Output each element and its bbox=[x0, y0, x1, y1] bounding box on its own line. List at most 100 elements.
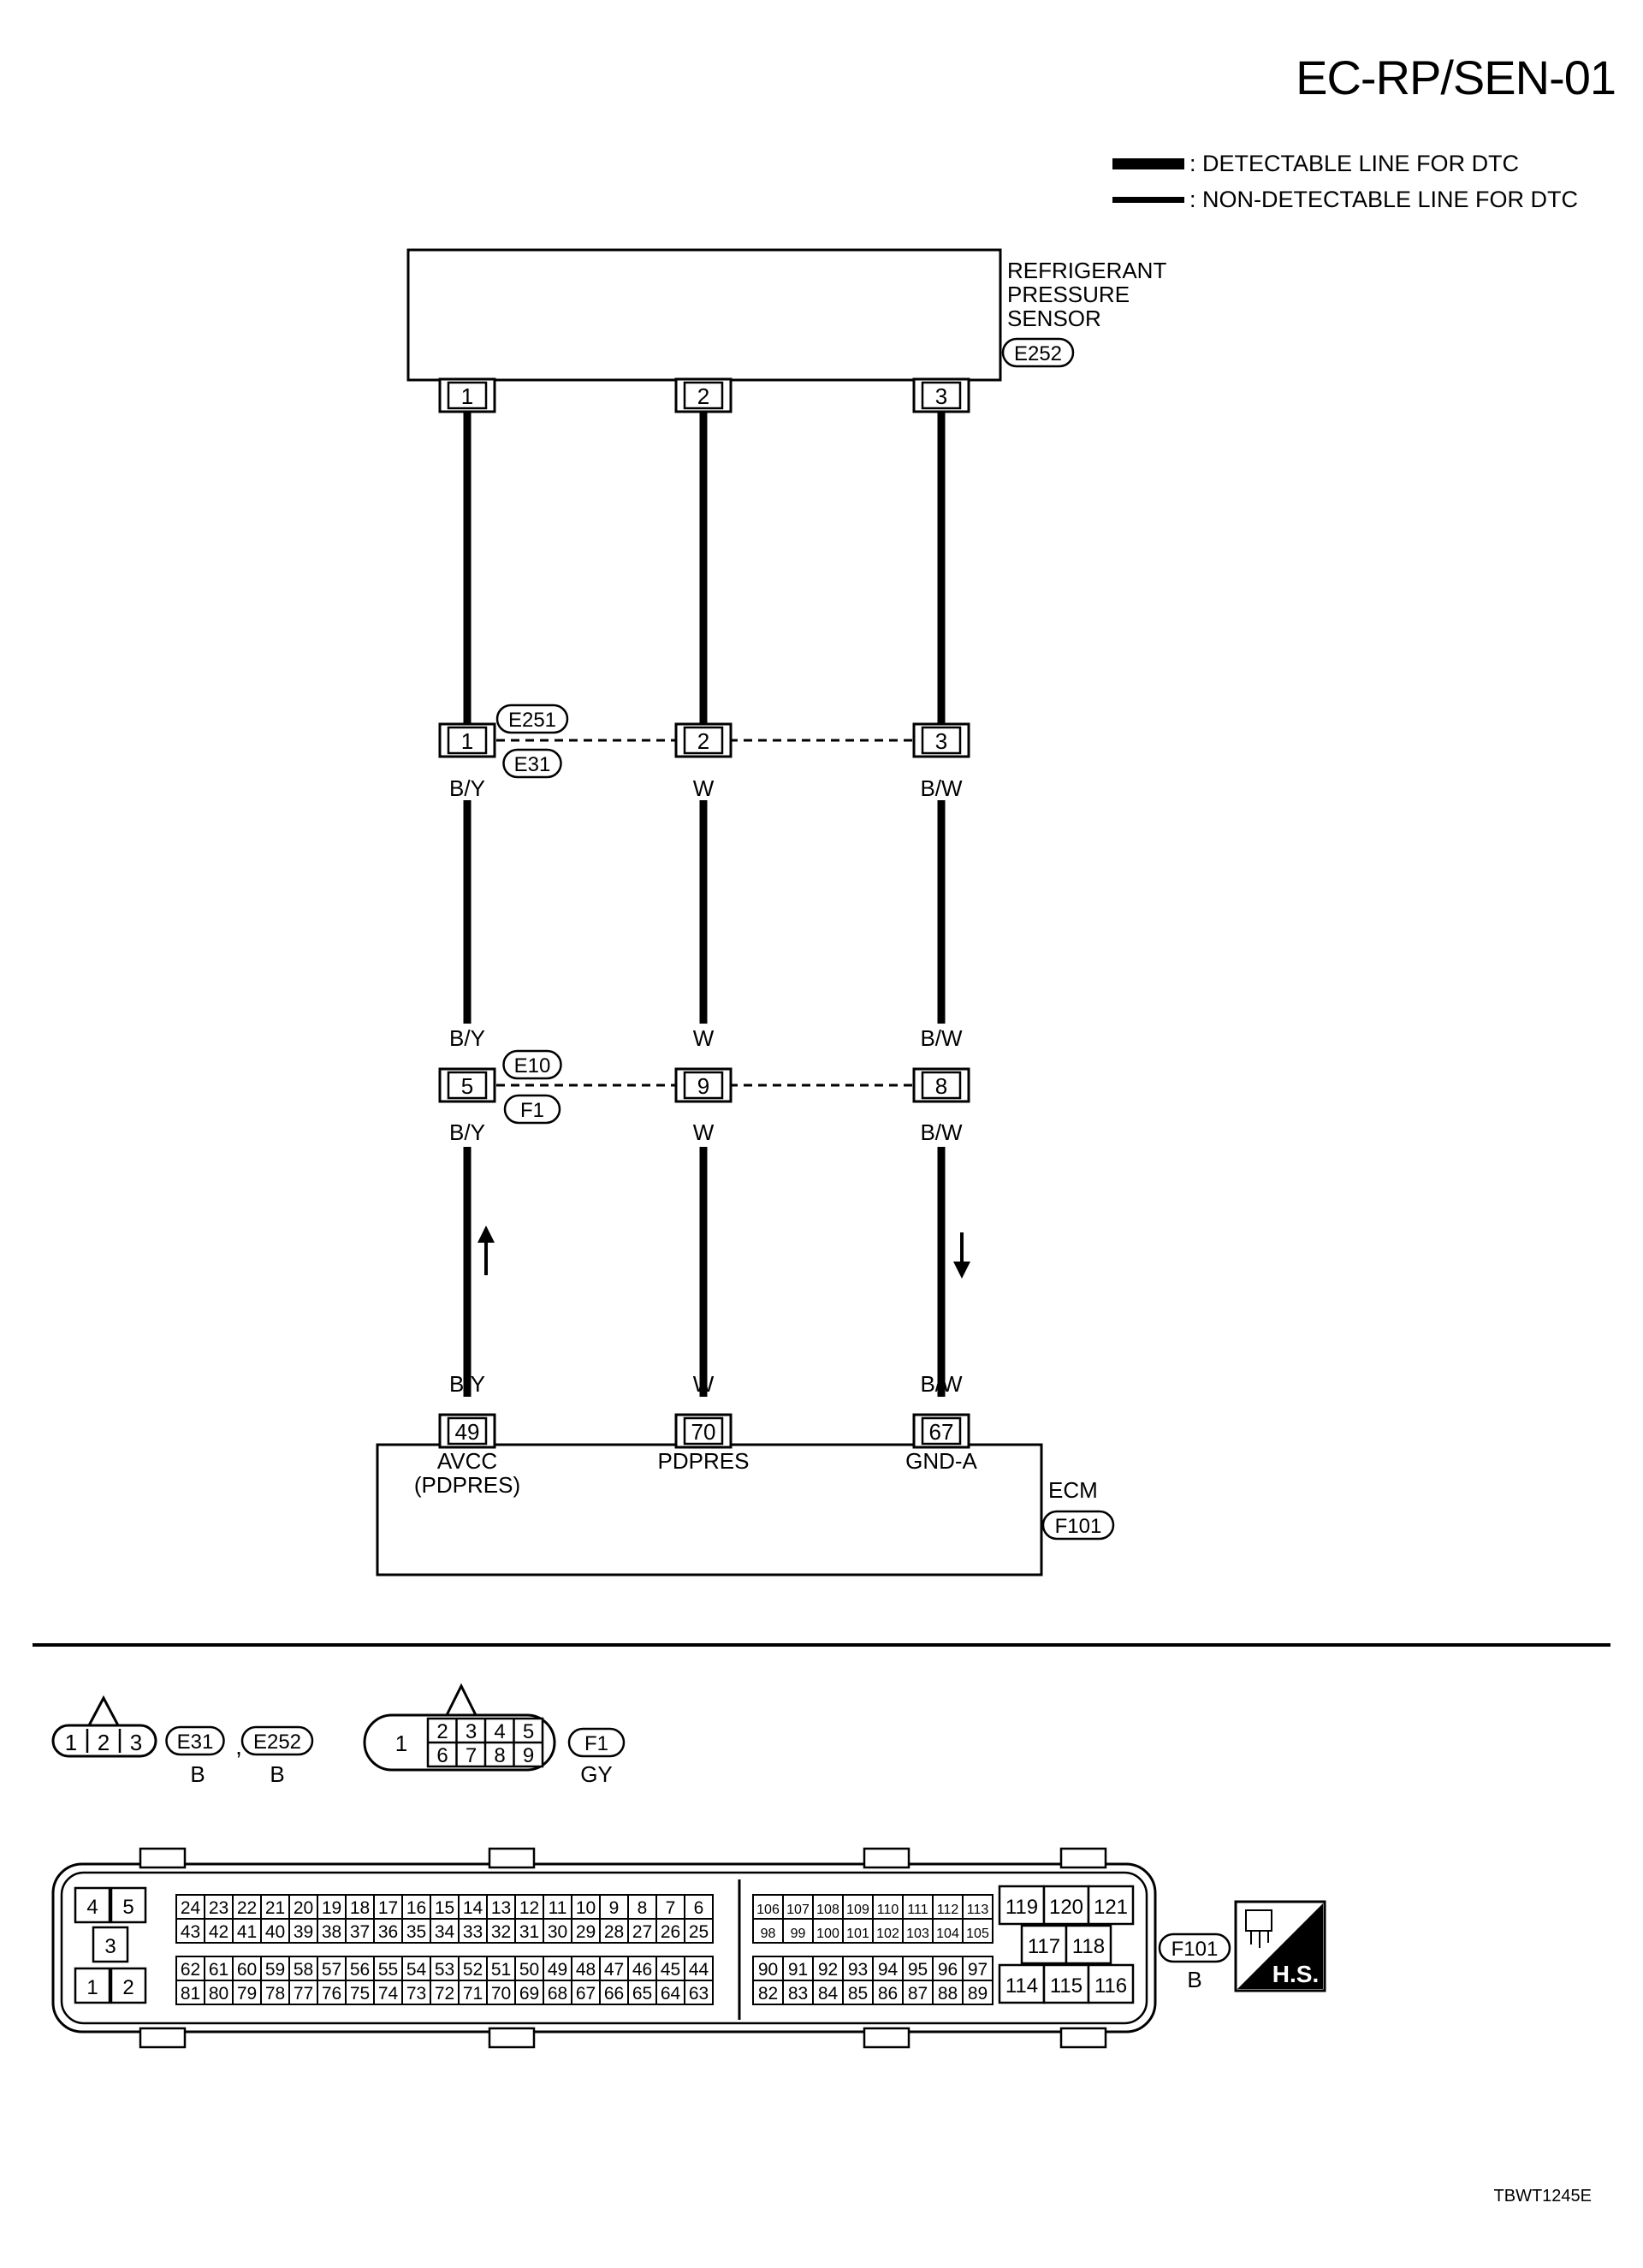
c3-key-icon bbox=[87, 1695, 120, 1726]
ecm-block-pin-10 bbox=[571, 1894, 601, 1920]
ecm-block-pin-119 bbox=[998, 1885, 1046, 1926]
ecm-block-pin-label: 7 bbox=[666, 1898, 676, 1918]
ecm-block-pin-label: 45 bbox=[661, 1960, 680, 1980]
ecm-block-pin-label: 101 bbox=[846, 1927, 869, 1941]
wire-color-label: B/W bbox=[920, 1025, 963, 1051]
ecm-block-pin-label: 116 bbox=[1094, 1974, 1127, 1998]
ecm-block-pin-label: 56 bbox=[350, 1960, 370, 1980]
ecm-block-pin-label: 23 bbox=[209, 1898, 228, 1918]
ecm-block-pin-label: 103 bbox=[906, 1927, 929, 1941]
ecm-name: ECM bbox=[1048, 1477, 1098, 1503]
ecm-block-pin-78 bbox=[260, 1980, 290, 2005]
ecm-block-pin-label: 105 bbox=[966, 1927, 989, 1941]
ecm-block-pin-label: 113 bbox=[967, 1903, 989, 1917]
ecm-block-pin-label: 18 bbox=[350, 1898, 370, 1918]
ecm-block-pin-label: 57 bbox=[322, 1960, 341, 1980]
ecm-block-pin-label: 2 bbox=[122, 1976, 133, 1999]
ecm-block-pin-99 bbox=[782, 1918, 814, 1944]
ecm-block-pin-75 bbox=[345, 1980, 375, 2005]
ecm-block-pin-label: 42 bbox=[209, 1922, 228, 1942]
c3-color-b: B bbox=[270, 1761, 284, 1787]
c3-housing bbox=[51, 1724, 157, 1758]
c9-color: GY bbox=[580, 1761, 613, 1787]
ecm-block-pin-label: 33 bbox=[463, 1922, 483, 1942]
ecm-block-pin-21 bbox=[260, 1894, 290, 1920]
ecm-block-pin-54 bbox=[401, 1956, 431, 1981]
ecm-block-pin-80 bbox=[204, 1980, 234, 2005]
ecm-signal-label: PDPRES bbox=[658, 1448, 750, 1474]
ecm-block-pin-117 bbox=[1020, 1924, 1068, 1965]
ecm-signal-label: (PDPRES) bbox=[414, 1472, 520, 1498]
ecm-pin-67-label: 67 bbox=[929, 1419, 954, 1445]
ecm-block-pin-label: 76 bbox=[322, 1984, 341, 2004]
ecm-block-pin-label: 117 bbox=[1028, 1935, 1060, 1958]
ecm-pin-70-box bbox=[683, 1416, 724, 1446]
c3-pin-3: 3 bbox=[130, 1730, 142, 1755]
ecm-block-pin-label: 92 bbox=[818, 1960, 838, 1980]
ecm-block-pin-45 bbox=[655, 1956, 685, 1981]
ecm-block-pin-81 bbox=[175, 1980, 205, 2005]
ecm-block-pin-121 bbox=[1087, 1885, 1135, 1926]
ecm-block-pin-label: 106 bbox=[756, 1903, 780, 1917]
ecm-block-pin-label: 15 bbox=[435, 1898, 454, 1918]
ecm-block-pin-label: 9 bbox=[609, 1898, 620, 1918]
ecm-block-latch bbox=[863, 1847, 910, 1869]
ecm-block-pin-112 bbox=[932, 1894, 964, 1920]
joint-lower-connector-b-badge bbox=[503, 1094, 561, 1125]
ecm-block-pin-label: 81 bbox=[181, 1984, 200, 2004]
ecm-block-pin-65 bbox=[627, 1980, 657, 2005]
ecm-block-pin-42 bbox=[204, 1918, 234, 1944]
ecm-block-pin-label: 51 bbox=[491, 1960, 511, 1980]
ecm-block-pin-label: 110 bbox=[877, 1903, 899, 1917]
ecm-block-pin-label: 78 bbox=[265, 1984, 285, 2004]
ecm-block-color: B bbox=[1187, 1967, 1201, 1992]
joint-lower-connector-a-label: E10 bbox=[514, 1054, 551, 1078]
ecm-block-pin-28 bbox=[599, 1918, 629, 1944]
ecm-block-code-label: F101 bbox=[1171, 1938, 1219, 1961]
sensor-box bbox=[406, 248, 1002, 382]
ecm-block-pin-116 bbox=[1087, 1963, 1135, 2004]
wire-color-label: W bbox=[693, 1025, 715, 1051]
ecm-pin-70-label: 70 bbox=[691, 1419, 716, 1445]
ecm-block-pin-label: 94 bbox=[878, 1960, 899, 1980]
ecm-block-pin-label: 69 bbox=[519, 1984, 539, 2004]
ecm-block-pin-label: 24 bbox=[181, 1898, 201, 1918]
ecm-block-pin-label: 37 bbox=[350, 1922, 370, 1942]
wire-color-label: B/W bbox=[920, 775, 963, 801]
c3-code-b-badge bbox=[240, 1725, 314, 1756]
joint-lower-pin-5-box bbox=[447, 1071, 488, 1100]
ecm-pin-67-box bbox=[921, 1416, 962, 1446]
joint-lower-connector-b-label: F1 bbox=[520, 1099, 544, 1122]
sensor-pin-2-label: 2 bbox=[697, 383, 709, 409]
legend-label-non-detectable: : NON-DETECTABLE LINE FOR DTC bbox=[1189, 187, 1579, 212]
ecm-block-pin-label: 83 bbox=[788, 1984, 808, 2004]
ecm-block-pin-69 bbox=[514, 1980, 544, 2005]
ecm-block-pin-label: 93 bbox=[848, 1960, 868, 1980]
ecm-signal-label: GND-A bbox=[905, 1448, 977, 1474]
wire-color-label: W bbox=[693, 1119, 715, 1145]
ecm-block-pin-label: 109 bbox=[846, 1903, 869, 1917]
c9-pin-9: 9 bbox=[523, 1744, 534, 1767]
ecm-block-pin-114 bbox=[998, 1963, 1046, 2004]
ecm-block-pin-label: 41 bbox=[237, 1922, 257, 1942]
ecm-block-pin-label: 16 bbox=[406, 1898, 426, 1918]
ecm-block-pin-label: 65 bbox=[632, 1984, 652, 2004]
ecm-block-pin-label: 28 bbox=[604, 1922, 624, 1942]
c9-pin-3: 3 bbox=[466, 1720, 477, 1743]
ecm-block-pin-label: 43 bbox=[181, 1922, 200, 1942]
legend-label-detectable: : DETECTABLE LINE FOR DTC bbox=[1189, 151, 1520, 176]
ecm-block-pin-87 bbox=[902, 1980, 934, 2005]
ecm-block-pin-label: 27 bbox=[632, 1922, 652, 1942]
ecm-block-pin-label: 102 bbox=[876, 1927, 899, 1941]
ecm-block-pin-48 bbox=[571, 1956, 601, 1981]
c9-pin-5: 5 bbox=[523, 1720, 534, 1743]
ecm-block-pin-label: 86 bbox=[878, 1984, 898, 2004]
ecm-block-pin-label: 1 bbox=[86, 1976, 98, 1999]
c3-color-a: B bbox=[190, 1761, 205, 1787]
ecm-block-pin-1 bbox=[74, 1967, 111, 2004]
ecm-block-pin-label: 62 bbox=[181, 1960, 200, 1980]
sensor-connector-badge bbox=[1001, 337, 1075, 368]
ecm-block-pin-label: 82 bbox=[758, 1984, 778, 2004]
ecm-block-pin-102 bbox=[872, 1918, 904, 1944]
ecm-block-pin-label: 119 bbox=[1005, 1896, 1038, 1919]
